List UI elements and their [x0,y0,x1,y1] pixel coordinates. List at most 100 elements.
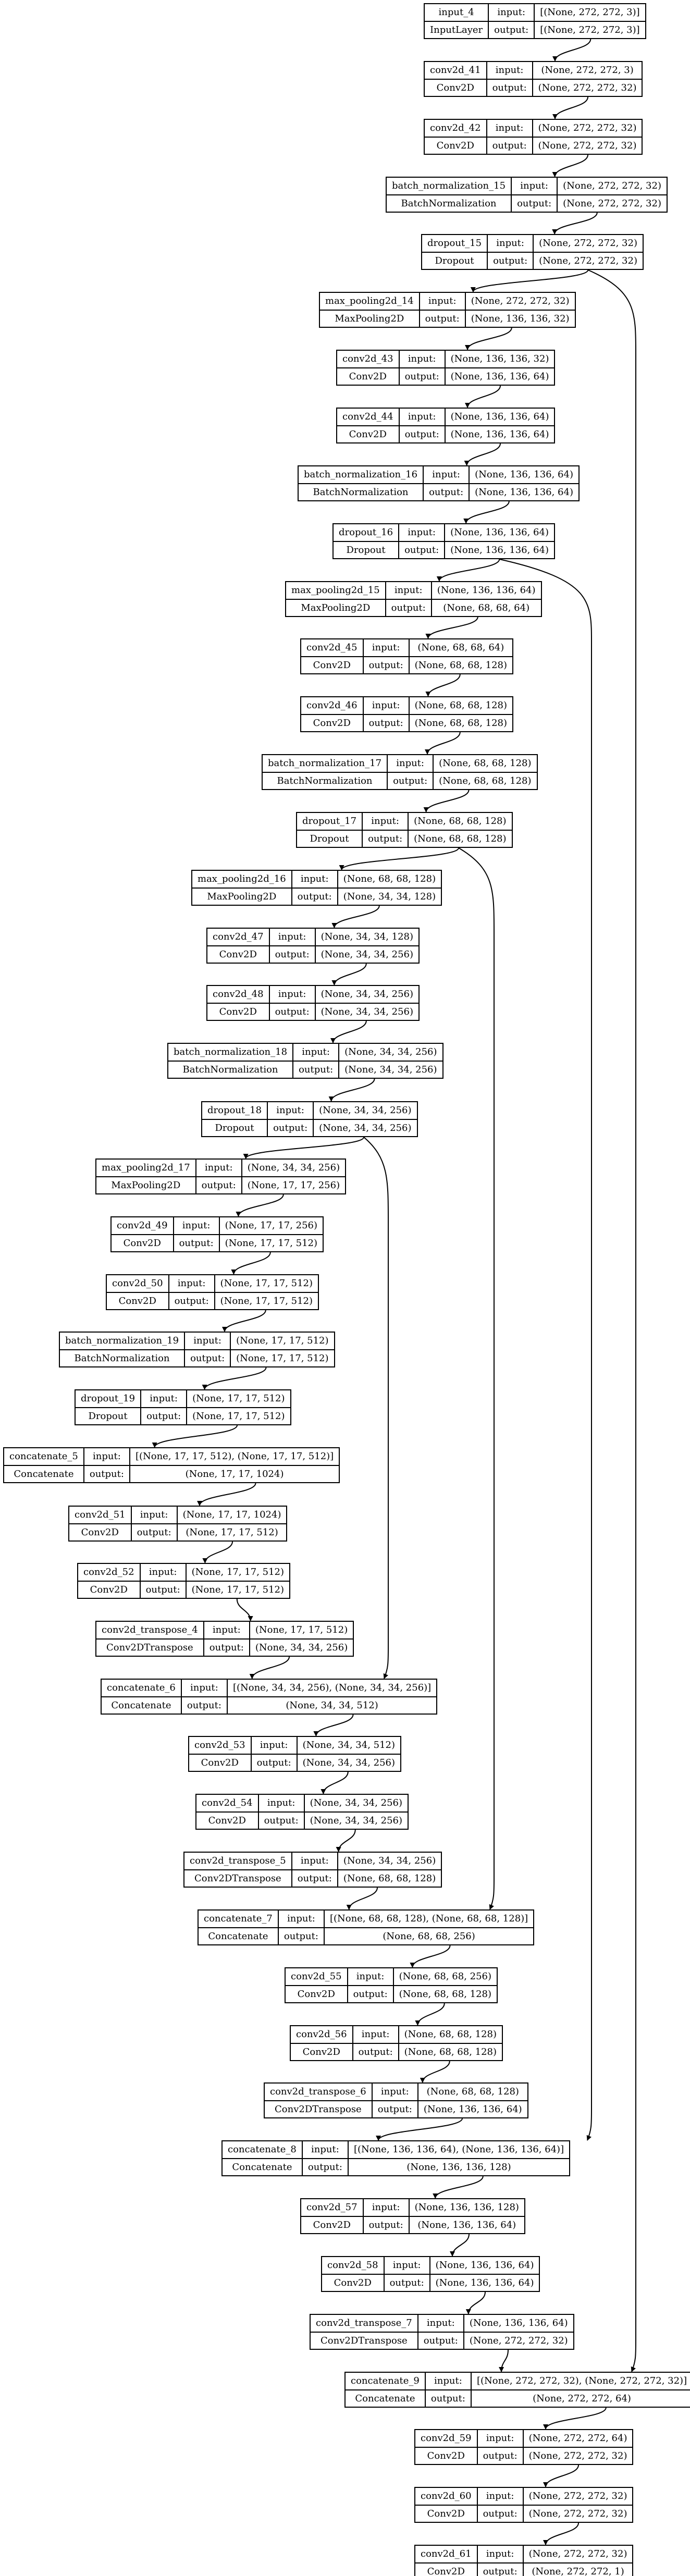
output-shape: (None, 34, 34, 256) [344,1064,437,1075]
output-shape: (None, 68, 68, 256) [383,1930,475,1942]
output-label: output: [404,428,439,440]
output-shape: (None, 34, 34, 256) [302,1757,396,1768]
layer-name: conv2d_41 [425,62,486,80]
layer-name: conv2d_58 [322,2257,384,2275]
edge-conv2d-42-to-batch-normalization-15 [552,154,588,177]
layer-type: Conv2D [427,2508,465,2519]
layer-type: Conv2DTranspose [194,1872,281,1884]
layer-name: batch_normalization_18 [168,1044,293,1062]
layer-name: concatenate_6 [102,1680,181,1697]
input-shape: [(None, 272, 272, 3)] [535,4,645,22]
output-label: output: [368,717,403,729]
output-shape: (None, 17, 17, 512) [191,1584,285,1595]
layer-type: BatchNormalization [277,775,373,786]
edge-conv2d-50-to-batch-normalization-19 [222,1310,266,1332]
layer-name: conv2d_43 [337,351,399,368]
output-label: output: [404,544,439,556]
layer-name: dropout_16 [334,524,399,542]
output-label: output: [307,2161,342,2173]
input-label: input: [487,62,532,80]
layer-type: Conv2D [201,1757,239,1768]
layer-name: conv2d_56 [291,2026,352,2044]
layer-type: Conv2D [313,717,351,729]
output-label: output: [187,1699,221,1711]
layer-name: conv2d_51 [69,1507,131,1524]
layer-name: conv2d_52 [78,1564,140,1582]
layer-type: InputLayer [430,24,483,35]
edge-max-pooling2d-17-to-conv2d-49 [236,1194,284,1217]
input-label: input: [363,2199,409,2217]
layer-name: dropout_17 [297,813,362,831]
input-shape: (None, 272, 272, 32) [558,178,667,195]
output-label: output: [264,1815,299,1826]
edge-conv2d-54-to-conv2d-transpose-5 [336,1829,356,1852]
edge-concatenate-9-to-conv2d-59 [543,2407,607,2430]
input-shape: (None, 68, 68, 128) [418,2084,527,2101]
input-shape: (None, 272, 272, 32) [523,2488,633,2506]
input-shape: [(None, 17, 17, 512), (None, 17, 17, 512… [130,1448,339,1466]
edge-batch-normalization-17-to-dropout-17 [423,790,470,812]
input-label: input: [353,2026,398,2044]
output-shape: (None, 272, 272, 32) [469,2335,568,2346]
output-label: output: [368,2219,403,2230]
output-label: output: [297,891,332,902]
input-shape: (None, 68, 68, 256) [393,1968,497,1986]
output-shape: (None, 272, 272, 32) [539,255,637,266]
layer-type: Conv2D [123,1237,161,1249]
input-label: input: [477,2430,523,2448]
input-label: input: [512,178,557,195]
output-shape: (None, 136, 136, 128) [406,2161,511,2173]
layer-type: Conv2D [118,1295,156,1307]
output-shape: (None, 272, 272, 32) [528,2450,627,2461]
layer-name: dropout_18 [202,1102,267,1120]
input-shape: (None, 17, 17, 512) [231,1333,334,1350]
edge-conv2d-51-to-conv2d-52 [202,1541,233,1563]
input-shape: (None, 272, 272, 32) [534,235,643,253]
output-label: output: [256,1757,291,1768]
input-shape: (None, 17, 17, 256) [219,1217,323,1235]
edge-batch-normalization-18-to-dropout-18 [328,1078,375,1102]
output-shape: (None, 136, 136, 64) [435,2277,534,2288]
output-shape: (None, 68, 68, 128) [399,1988,492,2000]
output-shape: (None, 68, 68, 128) [404,2046,497,2057]
output-shape: (None, 272, 272, 32) [538,82,637,93]
input-label: input: [384,2257,429,2275]
input-label: input: [278,1911,324,1928]
edge-dropout-16-to-max-pooling2d-15 [436,559,500,582]
layer-type: Concatenate [208,1930,268,1942]
output-label: output: [358,2046,393,2057]
layer-name: concatenate_7 [199,1911,278,1928]
layer-name: batch_normalization_16 [299,466,423,484]
output-shape: (None, 34, 34, 512) [286,1699,378,1711]
output-shape: [(None, 272, 272, 3)] [540,24,640,35]
layer-name: conv2d_45 [301,639,363,657]
layer-name: conv2d_transpose_4 [96,1622,203,1640]
input-label: input: [489,4,534,22]
input-label: input: [399,351,445,368]
input-shape: (None, 17, 17, 512) [250,1622,353,1640]
input-shape: (None, 136, 136, 64) [445,524,554,542]
output-label: output: [517,198,552,209]
edge-conv2d-52-to-conv2d-transpose-4 [236,1598,253,1621]
output-label: output: [389,2277,424,2288]
input-label: input: [348,1968,393,1986]
input-shape: [(None, 272, 272, 32), (None, 272, 272, … [471,2373,690,2390]
input-label: input: [372,2084,417,2101]
layer-type: Conv2D [436,140,474,151]
layer-type: Conv2D [436,82,474,93]
output-shape: (None, 34, 34, 256) [255,1642,348,1653]
edge-batch-normalization-15-to-dropout-15 [552,212,598,235]
layer-name: conv2d_48 [207,986,269,1004]
